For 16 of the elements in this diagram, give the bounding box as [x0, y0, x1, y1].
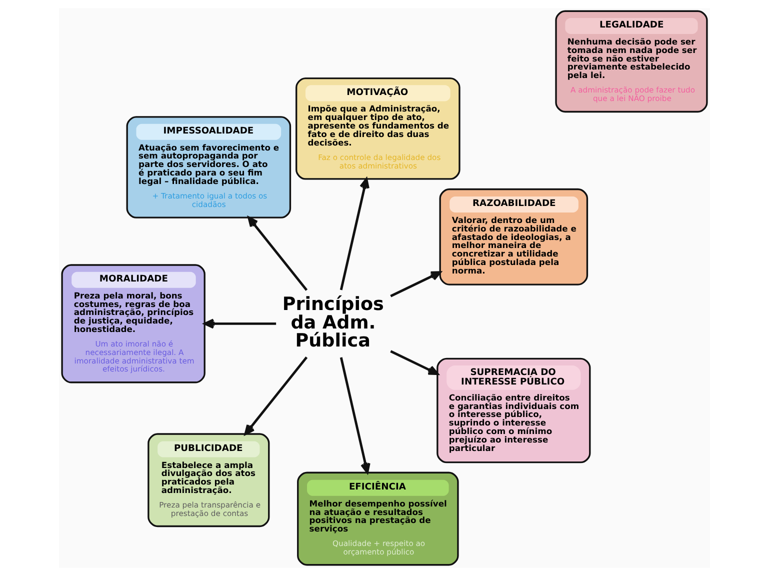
arrow — [244, 356, 308, 436]
node-text: Princípios da Adm. Pública — [282, 294, 384, 352]
arrow — [247, 216, 308, 291]
node-box: MORALIDADE Preza pela moral, bons costumes, regras de boa administração, princípios de justiça, equidade, honestidade. Um ato imoral não é necessariamente ilegal. A imoralidade administrativa tem efeitos jurídicos. — [60, 264, 205, 384]
arrow — [339, 178, 369, 290]
node-box: MOTIVAÇÃO Impõe que a Administração, em qualquer tipo de ato, apresente os fundamentos de fato e de direito das duas decisões. Faz o controle da legalidade dos atos administrativos — [295, 77, 460, 180]
node-box: SUPREMACIA DO INTERESSE PÚBLICO Conciliação entre direitos e garantias individuais com o interesse público, suprindo o interesse público com o mínimo prejuízo ao interesse particular — [436, 358, 590, 464]
node-box: LEGALIDADE Nenhuma decisão pode ser tomada nem nada pode ser feito se não estiver previamente estabelecido pela lei. A administração pode fazer tudo que a lei NÃO proibe — [554, 10, 708, 113]
node-box: RAZOABILIDADE Valorar, dentro de um critério de razoabilidade e afastado de ideologias, a melhor maneira de concretizar a utilidade pública postulada pela norma. — [438, 188, 588, 286]
node-box: PUBLICIDADE Estabelece a ampla divulgação dos atos praticados pela administração. Preza pela transparência e prestação de contas — [147, 433, 270, 528]
node-box: IMPESSOALIDADE Atuação sem favorecimento e sem autopropaganda por parte dos servidores. O ato é praticado para o seu fim legal – finalidade pública. + Tratamento igual a todos os cidadãos — [126, 116, 291, 218]
node-box: EFICIÊNCIA Melhor desempenho possível na atuação e resultados positivos na prestação de serviços Qualidade + respeito ao orçamento público — [296, 472, 458, 566]
arrow — [203, 318, 276, 329]
arrow — [390, 350, 438, 375]
arrow — [390, 271, 441, 298]
arrow — [339, 357, 370, 474]
